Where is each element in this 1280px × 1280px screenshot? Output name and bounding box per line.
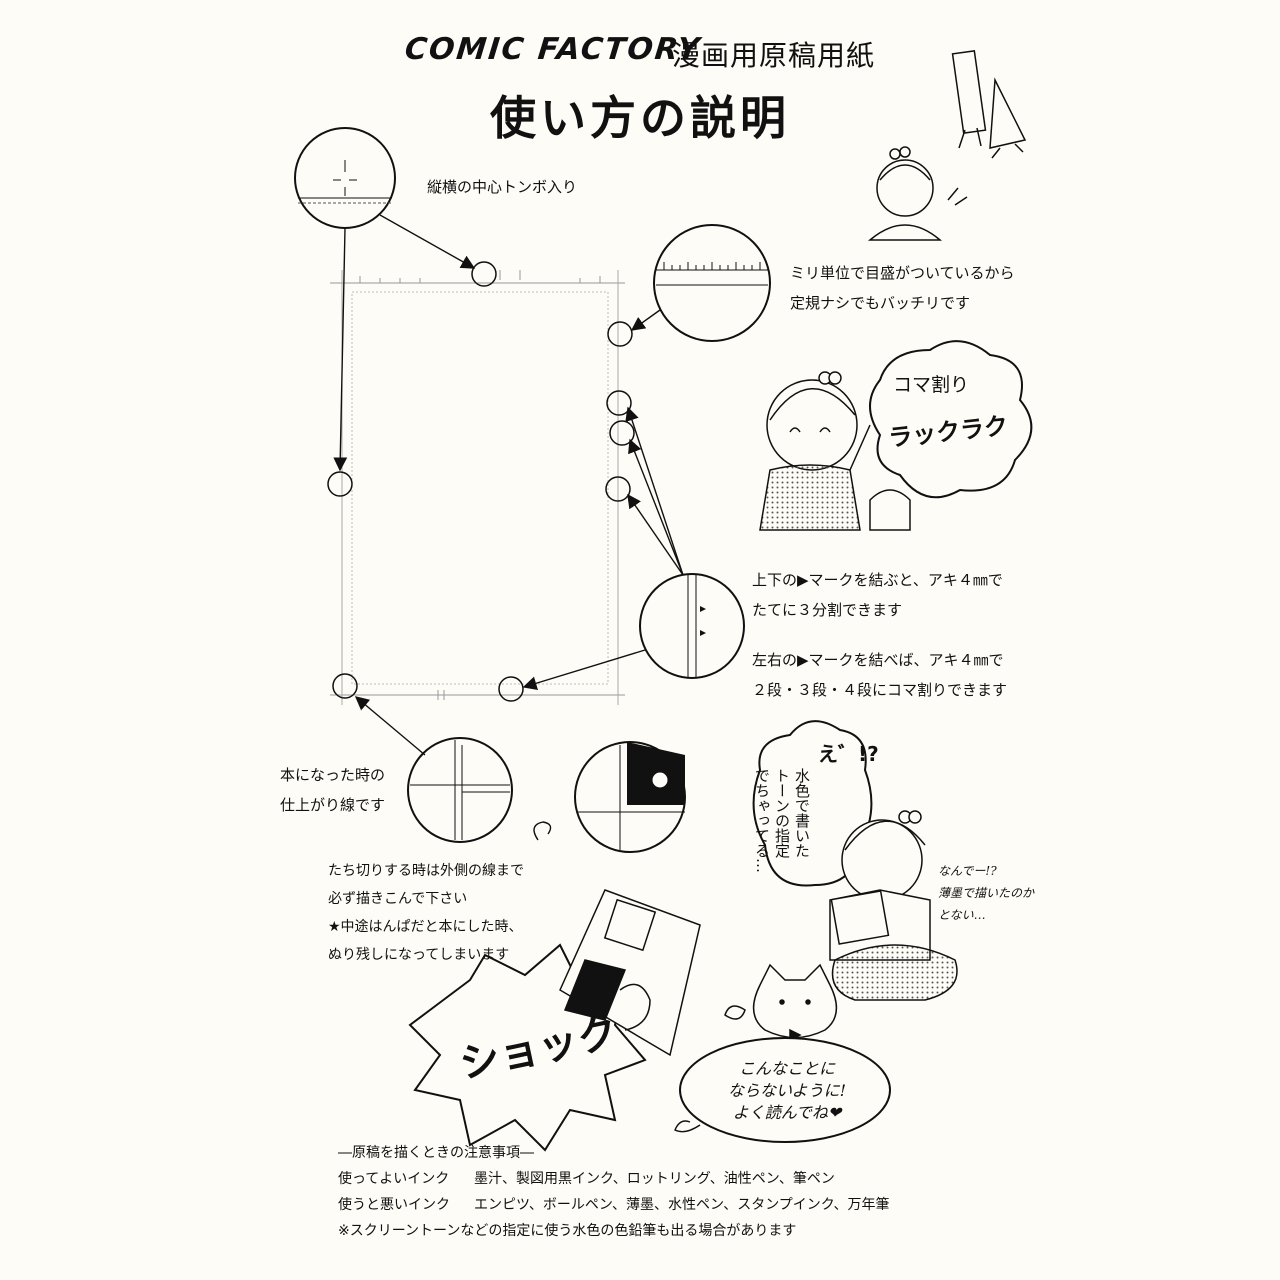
rules-bad-row: 使うと悪いインク エンピツ、ボールペン、薄墨、水性ペン、スタンプインク、万年筆 xyxy=(338,1192,890,1218)
magnifier-finish-line xyxy=(407,737,513,843)
eh-text: え゛!? xyxy=(818,742,879,766)
mm-scale-line-2: 定規ナシでもバッチリです xyxy=(790,294,971,312)
cat-line-3: よく読んでね❤ xyxy=(732,1103,842,1122)
girl-pointing xyxy=(759,371,911,531)
magnifier-mm-scale xyxy=(653,224,771,342)
marker-circles xyxy=(327,261,635,702)
cat-line-2: ならないように! xyxy=(727,1081,847,1100)
horizontal-split-line-1: 左右の▶マークを結べば、アキ４㎜で xyxy=(752,651,1004,669)
tone-line-1: 水色で書いた xyxy=(793,768,811,858)
callout-arrows xyxy=(333,214,684,756)
spiral-doodle xyxy=(533,821,552,841)
rules-footnote: ※スクリーントーンなどの指定に使う水色の色鉛筆も出る場合があります xyxy=(338,1223,797,1239)
center-marks-note: 縦横の中心トンボ入り xyxy=(427,178,578,196)
vertical-split-note: 上下の▶マークを結ぶと、アキ４㎜で たてに３分割できます xyxy=(752,565,1003,625)
koma-speech-bubble xyxy=(869,340,1033,499)
mm-scale-line-1: ミリ単位で目盛がついているから xyxy=(790,264,1015,282)
open-book xyxy=(559,889,701,1057)
bleed-line-1: たち切りする時は外側の線まで xyxy=(328,863,524,879)
cat-speech-bubble xyxy=(679,1037,891,1143)
cat-bubble-text: こんなことに ならないように! よく読んでね❤ xyxy=(712,1058,862,1124)
rules-bad-value: エンピツ、ボールペン、薄墨、水性ペン、スタンプインク、万年筆 xyxy=(474,1197,890,1213)
manuscript-sheet xyxy=(330,270,625,705)
brand-logo-text: COMIC FACTORY xyxy=(403,32,703,67)
girl-top xyxy=(867,146,968,241)
magnifier-bleed xyxy=(574,741,686,853)
finish-line-line-1: 本になった時の xyxy=(280,766,386,784)
vertical-split-line-2: たてに３分割できます xyxy=(752,601,903,619)
nande-text: なんでー!? 薄墨で描いたのかとない… xyxy=(938,860,1038,926)
rules-bad-label: 使うと悪いインク xyxy=(338,1197,450,1213)
brand-subtitle: 漫画用原稿用紙 xyxy=(672,39,876,72)
tone-bubble-text: 水色で書いた トーンの指定 でちゃってる… xyxy=(752,768,812,888)
bleed-line-4: ぬり残しになってしまいます xyxy=(328,947,510,963)
tail-doodle xyxy=(674,1120,701,1133)
bleed-note: たち切りする時は外側の線まで 必ず描きこんで下さい ★中途はんぱだと本にした時、… xyxy=(328,857,524,969)
cat-line-1: こんなことに xyxy=(738,1059,835,1078)
rules-heading: ―原稿を描くときの注意事項― xyxy=(338,1145,534,1161)
mm-scale-note: ミリ単位で目盛がついているから 定規ナシでもバッチリです xyxy=(790,258,1015,318)
tone-line-3: でちゃってる… xyxy=(753,768,771,873)
page-title: 使い方の説明 xyxy=(490,91,790,145)
magnifier-split-marks xyxy=(639,573,745,679)
rules-good-label: 使ってよいインク xyxy=(338,1171,450,1187)
nande-line-1: なんでー!? xyxy=(938,864,997,878)
tone-line-2: トーンの指定 xyxy=(773,768,791,858)
horizontal-split-line-2: ２段・３段・４段にコマ割りできます xyxy=(752,681,1008,699)
magnifier-center-mark xyxy=(294,127,396,229)
ruler-character xyxy=(951,50,1027,159)
rules-good-row: 使ってよいインク 墨汁、製図用黒インク、ロットリング、油性ペン、筆ペン xyxy=(338,1166,890,1192)
girl-reading xyxy=(829,810,958,1001)
rules-good-value: 墨汁、製図用黒インク、ロットリング、油性ペン、筆ペン xyxy=(474,1171,835,1187)
finish-line-line-2: 仕上がり線です xyxy=(280,796,386,814)
cat-character xyxy=(724,963,838,1042)
bleed-line-2: 必ず描きこんで下さい xyxy=(328,891,468,907)
horizontal-split-note: 左右の▶マークを結べば、アキ４㎜で ２段・３段・４段にコマ割りできます xyxy=(752,645,1007,705)
finish-line-note: 本になった時の 仕上がり線です xyxy=(280,760,385,820)
nande-line-2: 薄墨で描いたのかとない… xyxy=(938,886,1035,922)
ink-rules: ―原稿を描くときの注意事項― 使ってよいインク 墨汁、製図用黒インク、ロットリング… xyxy=(338,1140,890,1244)
vertical-split-line-1: 上下の▶マークを結ぶと、アキ４㎜で xyxy=(752,571,1003,589)
bleed-line-3: ★中途はんぱだと本にした時、 xyxy=(328,919,523,935)
koma-bubble-line-1: コマ割り xyxy=(893,374,970,396)
